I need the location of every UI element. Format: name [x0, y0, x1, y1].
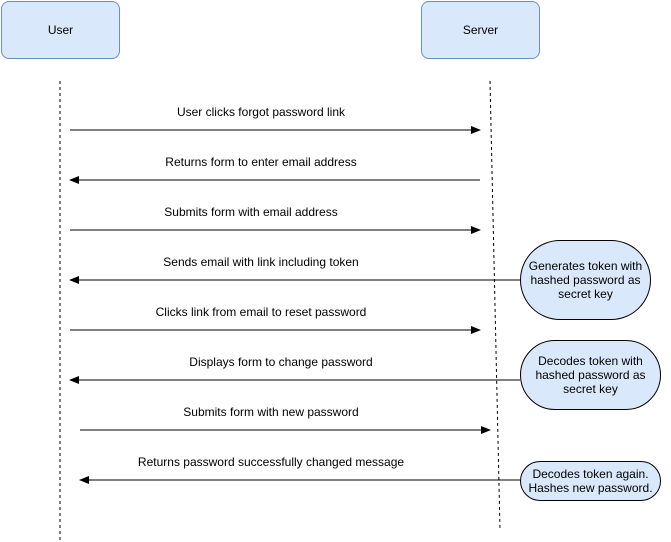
server-lifeline: [489, 80, 501, 531]
message-label-8: Returns password successfully changed me…: [137, 455, 405, 469]
message-label-3: Submits form with email address: [164, 205, 338, 219]
message-label-7: Submits form with new password: [183, 405, 359, 419]
note-3-line-2: Hashes new password.: [528, 481, 653, 495]
note-3-line-1: Decodes token again.: [532, 467, 649, 481]
user-actor-label: User: [47, 23, 74, 37]
note-1-line-2: hashed password as: [530, 273, 641, 287]
note-2-line-2: hashed password as: [535, 368, 646, 382]
note-2-line-3: secret key: [563, 382, 618, 396]
message-label-1: User clicks forgot password link: [176, 105, 346, 119]
message-label-6: Displays form to change password: [189, 355, 373, 369]
server-actor: Server: [421, 1, 540, 59]
note-decodes-token-again: Decodes token again. Hashes new password…: [520, 461, 661, 501]
message-label-2: Returns form to enter email address: [165, 155, 357, 169]
note-1-line-1: Generates token with: [528, 259, 643, 273]
server-actor-label: Server: [462, 23, 499, 37]
message-label-4: Sends email with link including token: [163, 255, 359, 269]
note-2-line-1: Decodes token with: [538, 354, 643, 368]
note-generates-token: Generates token with hashed password as …: [520, 240, 651, 320]
note-1-line-3: secret key: [558, 287, 613, 301]
message-label-5: Clicks link from email to reset password: [155, 305, 367, 319]
user-actor: User: [1, 1, 120, 59]
note-decodes-token: Decodes token with hashed password as se…: [520, 340, 661, 410]
